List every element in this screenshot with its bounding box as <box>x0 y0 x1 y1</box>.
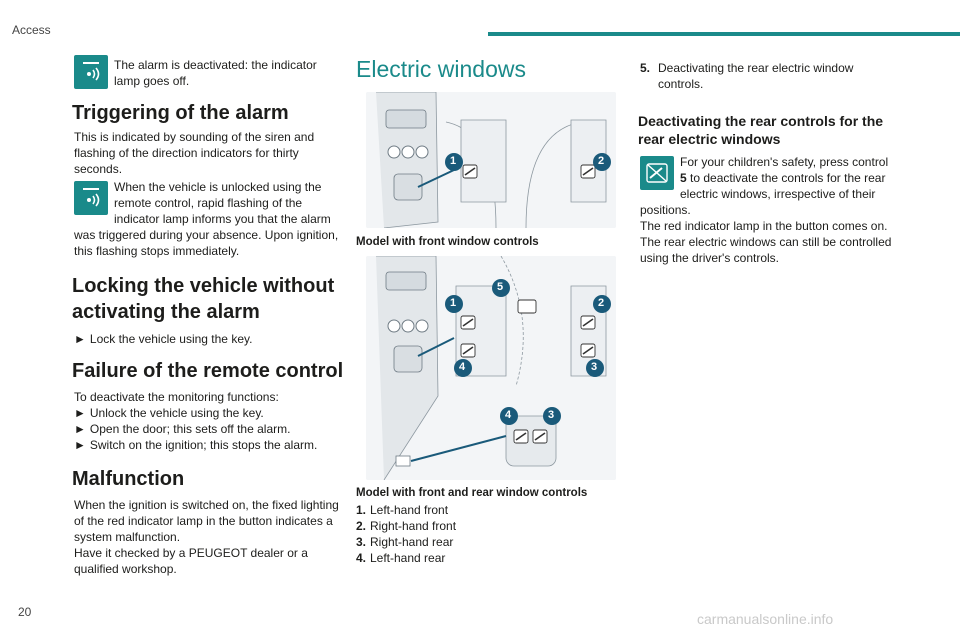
callout-1 <box>445 295 463 313</box>
callout-2 <box>593 295 611 313</box>
callout-4 <box>454 359 472 377</box>
callout-1 <box>445 153 463 171</box>
child-lock-icon <box>640 156 674 190</box>
electric-windows-title: Electric windows <box>356 56 526 82</box>
malfunction-title: Malfunction <box>72 468 185 490</box>
malfunction-text: When the ignition is switched on, the fi… <box>74 498 339 544</box>
triggering-note: When the vehicle is unlocked using the r… <box>74 179 344 259</box>
header-section-label: Access <box>12 23 51 37</box>
arrow-icon: ► <box>74 406 86 420</box>
alarm-off-text: The alarm is deactivated: the indicator … <box>114 58 317 88</box>
header-bar <box>488 32 960 36</box>
callout-3 <box>586 359 604 377</box>
legend-item-5: 5. Deactivating the rear electric window… <box>640 61 854 91</box>
callout-3-label: 3 <box>591 361 598 373</box>
locking-step: ►Lock the vehicle using the key. <box>74 332 253 346</box>
arrow-icon: ► <box>74 438 86 452</box>
column-alarm: The alarm is deactivated: the indicator … <box>72 55 344 577</box>
callout-2-label: 2 <box>598 297 605 309</box>
alarm-off-note: The alarm is deactivated: the indicator … <box>74 55 344 89</box>
failure-step: ►Unlock the vehicle using the key. <box>74 406 264 420</box>
callout-3-rear-label: 3 <box>548 409 555 421</box>
callout-3-rear <box>543 407 561 425</box>
locking-title: Locking the vehicle without activating t… <box>72 275 335 323</box>
callout-1-label: 1 <box>450 297 457 309</box>
caption-front-controls: Model with front window controls <box>356 236 539 248</box>
triggering-text: This is indicated by sounding of the sir… <box>74 130 315 176</box>
failure-title: Failure of the remote control <box>72 360 344 382</box>
callout-2-label: 2 <box>598 155 605 167</box>
rear-controls-title: Deactivating the rear controls for the r… <box>638 113 884 147</box>
legend-item: 3.Right-hand rear <box>356 535 454 549</box>
callout-1-label: 1 <box>450 155 457 167</box>
rear-controls-text-2: The red indicator lamp in the button com… <box>640 219 888 233</box>
column-electric-windows: Electric windows <box>356 55 618 83</box>
failure-step: ►Open the door; this sets off the alarm. <box>74 422 291 436</box>
legend-item: 2.Right-hand front <box>356 519 457 533</box>
arrow-icon: ► <box>74 332 86 346</box>
diagram-front-rear-controls: 1 5 2 4 3 4 3 <box>366 256 616 480</box>
caption-front-rear-controls: Model with front and rear window control… <box>356 487 588 499</box>
callout-4-rear <box>500 407 518 425</box>
triggering-note-text: When the vehicle is unlocked using the r… <box>74 180 339 258</box>
diagram-front-controls: 1 2 <box>366 92 616 228</box>
rear-controls-body: For your children's safety, press contro… <box>640 154 896 266</box>
alarm-lamp-icon <box>74 55 108 89</box>
callout-5-label: 5 <box>497 281 504 293</box>
watermark: carmanualsonline.info <box>697 611 834 627</box>
legend-item: 1.Left-hand front <box>356 503 449 517</box>
rear-controls-text: For your children's safety, press contro… <box>640 155 889 217</box>
callout-4-label: 4 <box>459 361 466 373</box>
callout-2 <box>593 153 611 171</box>
legend-item: 4.Left-hand rear <box>356 551 446 565</box>
column-rear-controls: 5. Deactivating the rear electric window… <box>638 60 900 266</box>
alarm-lamp-icon <box>74 181 108 215</box>
failure-step: ►Switch on the ignition; this stops the … <box>74 438 318 452</box>
callout-4-rear-label: 4 <box>505 409 512 421</box>
malfunction-text-2: Have it checked by a PEUGEOT dealer or a… <box>74 546 308 576</box>
rear-controls-text-3: The rear electric windows can still be c… <box>640 235 892 265</box>
triggering-title: Triggering of the alarm <box>72 102 289 124</box>
callout-5 <box>492 279 510 297</box>
page-number: 20 <box>18 605 32 619</box>
arrow-icon: ► <box>74 422 86 436</box>
failure-intro: To deactivate the monitoring functions: <box>74 390 279 404</box>
